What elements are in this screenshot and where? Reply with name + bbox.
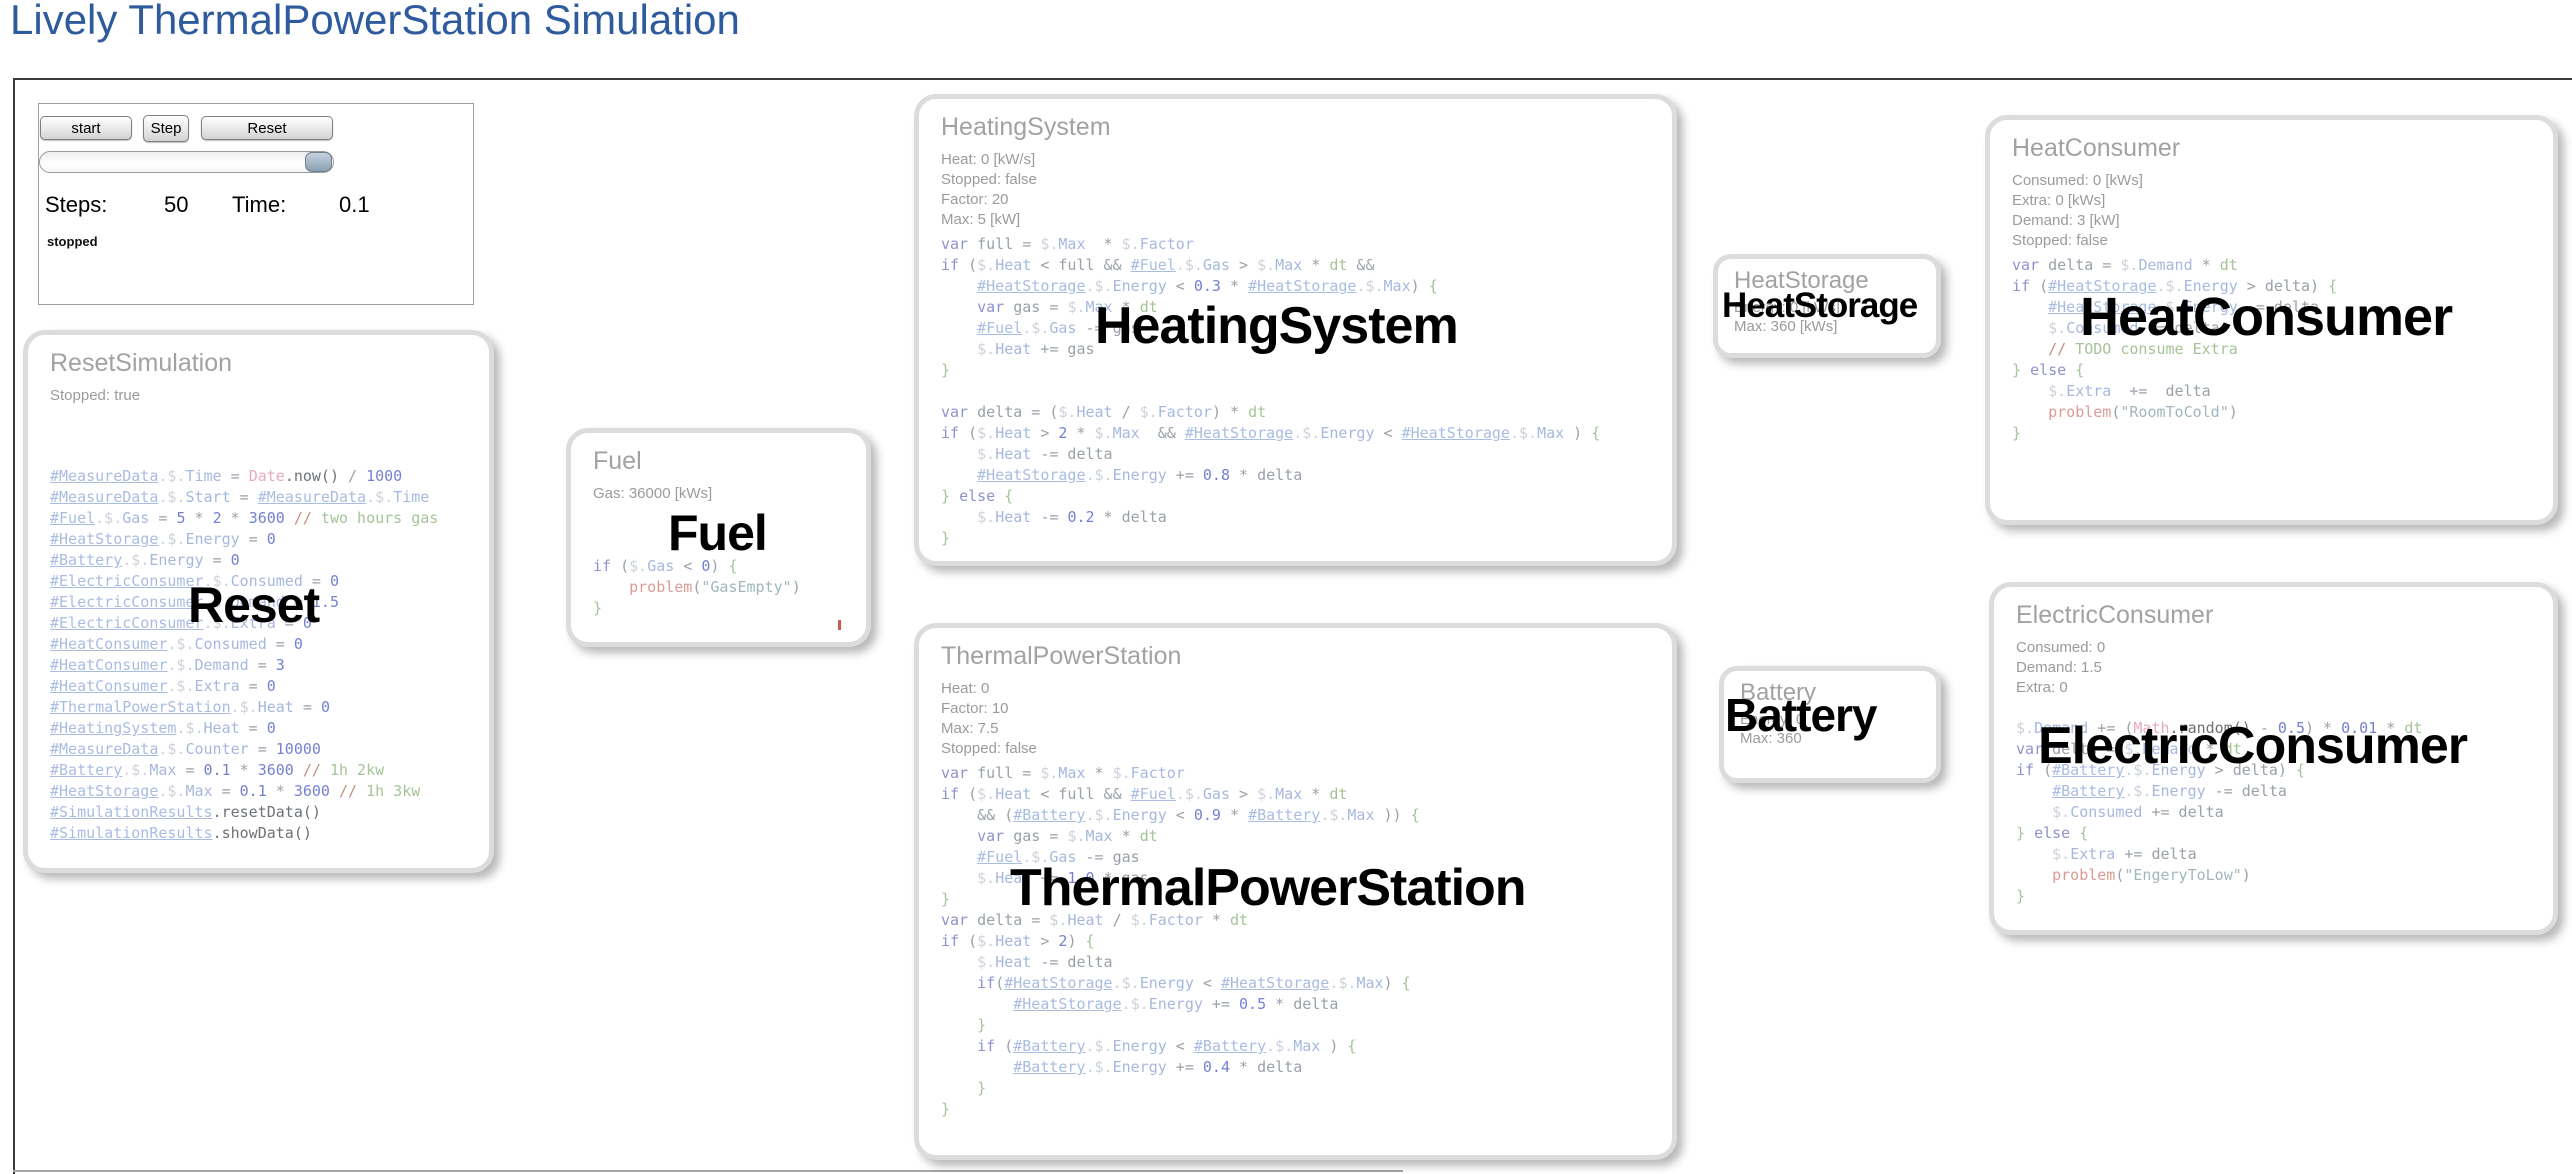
panel-heating-system[interactable]: HeatingSystem Heat: 0 [kW/s] Stopped: fa… xyxy=(914,94,1677,566)
panel-title: ThermalPowerStation xyxy=(941,642,1182,670)
panel-fuel[interactable]: Fuel Gas: 36000 [kWs] if ($.Gas < 0) { p… xyxy=(566,428,871,647)
panel-stats: Heat: 0 Factor: 10 Max: 7.5 Stopped: fal… xyxy=(941,679,1650,759)
speed-slider[interactable] xyxy=(39,151,334,173)
code-editor[interactable]: #MeasureData.$.Time = Date.now() / 1000#… xyxy=(50,467,439,842)
reset-button[interactable]: Reset xyxy=(201,116,333,140)
steps-label: Steps: xyxy=(45,192,108,217)
world-frame-bottom-edge xyxy=(13,1170,1403,1172)
heat-consumer-label: HeatConsumer xyxy=(2080,287,2453,347)
stat-line: Max: 5 [kW] xyxy=(941,211,1021,228)
panel-title: ResetSimulation xyxy=(50,349,233,377)
panel-stats: Energy: 0 Max: 360 xyxy=(1740,710,1920,748)
simulation-control-panel: start Step Reset Steps: 50 Time: 0.1 sto… xyxy=(38,103,474,305)
panel-stats: Energy: 0 [kWs] Max: 360 [kWs] xyxy=(1734,298,1920,336)
stat-line: Stopped: false xyxy=(941,171,1037,188)
panel-title: HeatConsumer xyxy=(2012,134,2181,162)
battery-label: Battery xyxy=(1725,689,1878,741)
stat-line: Stopped: true xyxy=(50,387,141,404)
stat-line: Demand: 1.5 xyxy=(2016,659,2102,676)
panel-heat-consumer[interactable]: HeatConsumer Consumed: 0 [kWs] Extra: 0 … xyxy=(1985,115,2558,525)
step-button[interactable]: Step xyxy=(143,115,189,142)
world-frame xyxy=(13,78,2572,1174)
stat-line: Max: 360 xyxy=(1740,730,1802,747)
stat-line: Gas: 36000 [kWs] xyxy=(593,485,713,502)
thermal-power-station-label: ThermalPowerStation xyxy=(1010,859,1527,917)
panel-stats: Heat: 0 [kW/s] Stopped: false Factor: 20… xyxy=(941,150,1650,230)
panel-electric-consumer[interactable]: ElectricConsumer Consumed: 0 Demand: 1.5… xyxy=(1989,582,2558,935)
stat-line: Stopped: false xyxy=(941,740,1037,757)
stat-line: Heat: 0 [kW/s] xyxy=(941,151,1036,168)
panel-stats: Consumed: 0 [kWs] Extra: 0 [kWs] Demand:… xyxy=(2012,171,2531,251)
panel-title: HeatStorage xyxy=(1734,267,1869,294)
page-title: Lively ThermalPowerStation Simulation xyxy=(10,0,740,43)
text-cursor-mark xyxy=(838,620,841,630)
stat-line: Factor: 10 xyxy=(941,700,1009,717)
heating-system-label: HeatingSystem xyxy=(1095,297,1459,355)
stat-line: Max: 7.5 xyxy=(941,720,999,737)
code-editor[interactable]: $.Demand += (Math.random() - 0.5) * 0.01… xyxy=(2016,719,2423,905)
stat-line: Heat: 0 xyxy=(941,680,990,697)
steps-value: 50 xyxy=(164,192,189,217)
start-button[interactable]: start xyxy=(40,116,132,140)
panel-reset-simulation[interactable]: ResetSimulation Stopped: true #MeasureDa… xyxy=(23,330,494,873)
panel-title: Fuel xyxy=(593,447,642,475)
panel-stats: Stopped: true xyxy=(50,386,467,406)
stat-line: Factor: 20 xyxy=(941,191,1009,208)
stat-line: Max: 360 [kWs] xyxy=(1734,318,1838,335)
stat-line: Energy: 0 [kWs] xyxy=(1734,299,1840,316)
stat-line: Consumed: 0 [kWs] xyxy=(2012,172,2143,189)
panel-battery[interactable]: Battery Energy: 0 Max: 360 xyxy=(1719,666,1941,783)
panel-thermal-power-station[interactable]: ThermalPowerStation Heat: 0 Factor: 10 M… xyxy=(914,623,1677,1160)
status-text: stopped xyxy=(47,234,98,249)
panel-stats: Consumed: 0 Demand: 1.5 Extra: 0 xyxy=(2016,638,2531,698)
panel-heat-storage[interactable]: HeatStorage Energy: 0 [kWs] Max: 360 [kW… xyxy=(1713,254,1941,358)
time-value: 0.1 xyxy=(339,192,370,217)
steps-time-row: Steps: 50 Time: 0.1 xyxy=(39,192,473,222)
stat-line: Demand: 3 [kW] xyxy=(2012,212,2120,229)
stat-line: Stopped: false xyxy=(2012,232,2108,249)
panel-title: HeatingSystem xyxy=(941,113,1111,141)
reset-label: Reset xyxy=(188,577,320,633)
stat-line: Energy: 0 xyxy=(1740,711,1805,728)
stat-line: Consumed: 0 xyxy=(2016,639,2106,656)
stat-line: Extra: 0 [kWs] xyxy=(2012,192,2106,209)
heat-storage-label: HeatStorage xyxy=(1722,286,1918,325)
code-editor[interactable]: if ($.Gas < 0) { problem("GasEmpty")} xyxy=(593,557,801,617)
time-label: Time: xyxy=(232,192,287,217)
electric-consumer-label: ElectricConsumer xyxy=(2038,717,2468,775)
panel-stats: Gas: 36000 [kWs] xyxy=(593,484,844,504)
panel-title: Battery xyxy=(1740,679,1817,706)
speed-slider-knob[interactable] xyxy=(305,152,332,172)
panel-title: ElectricConsumer xyxy=(2016,601,2214,629)
fuel-label: Fuel xyxy=(668,505,768,561)
stat-line: Extra: 0 xyxy=(2016,679,2068,696)
